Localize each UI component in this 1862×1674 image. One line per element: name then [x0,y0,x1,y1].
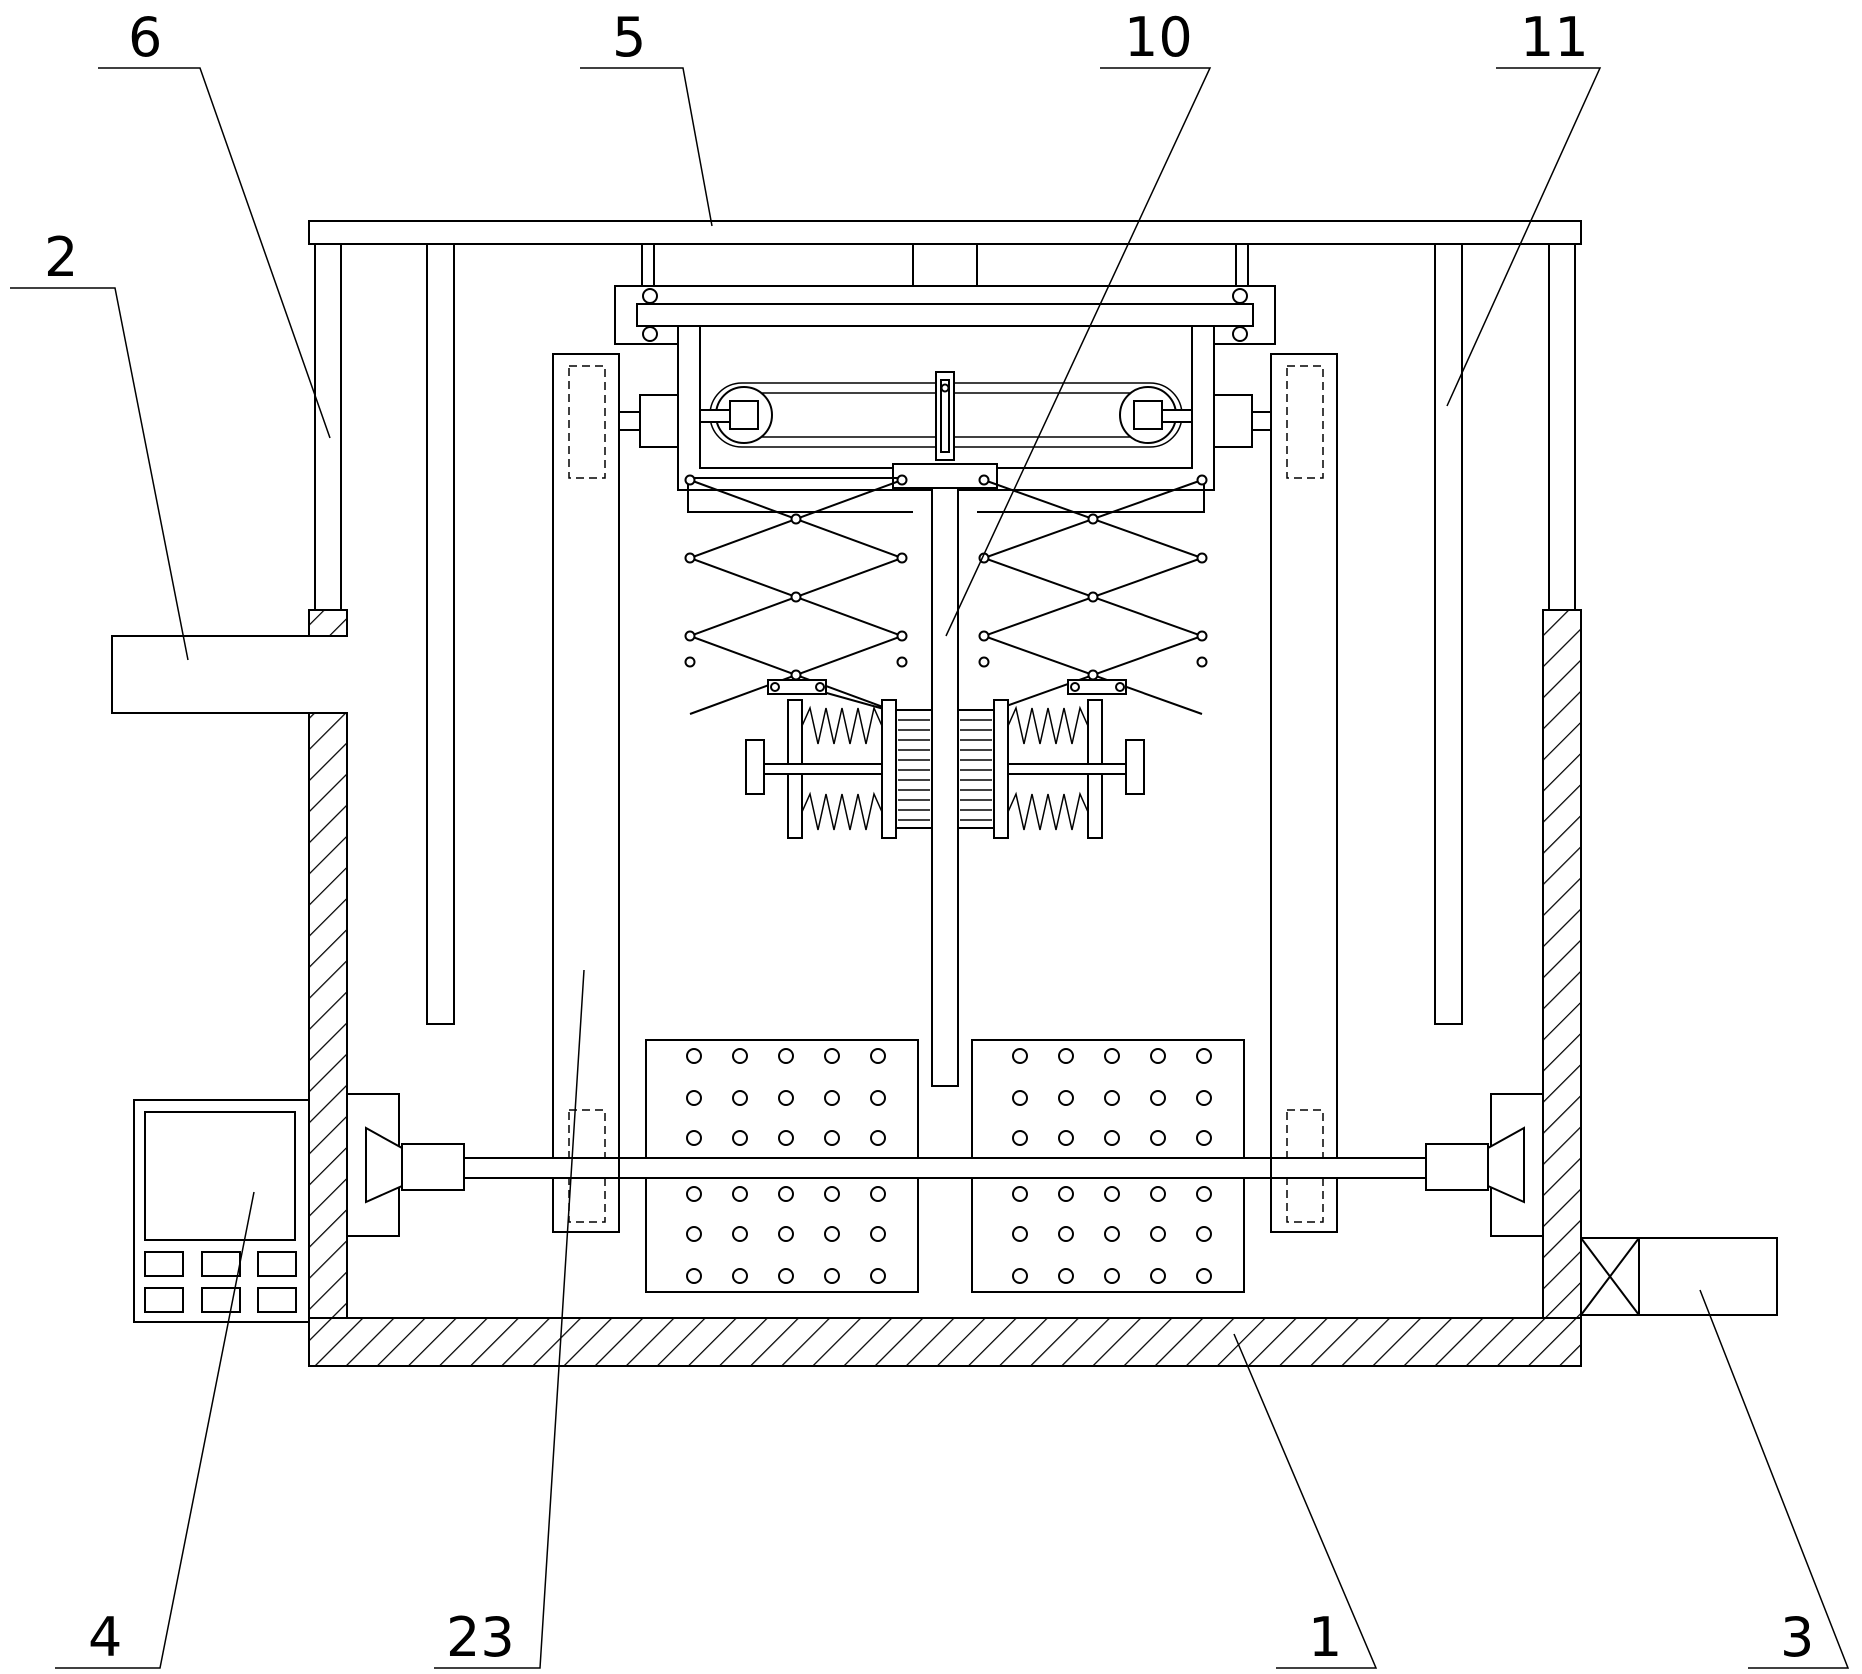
label-11: 11 [1520,6,1589,69]
upper-frame [614,243,1277,1087]
side-plates [552,353,1338,1233]
tank-left-wall-cap [308,609,348,637]
filter-hole [1012,1186,1028,1202]
top-plate [308,220,1582,1025]
filter-hole [1058,1090,1074,1106]
filter-hole [732,1130,748,1146]
filter-hole [686,1130,702,1146]
filter-hole [1012,1048,1028,1064]
label-2: 2 [44,226,78,289]
filter-hole [1104,1186,1120,1202]
filter-hole [870,1186,886,1202]
filter-hole [1104,1048,1120,1064]
filter-hole [1012,1268,1028,1284]
filter-hole [1058,1268,1074,1284]
spring-assembly-right [957,699,1145,839]
filter-hole [1150,1048,1166,1064]
filter-hole [686,1226,702,1242]
label-3: 3 [1780,1606,1814,1669]
filter-hole [732,1226,748,1242]
filter-hole [1104,1130,1120,1146]
filter-hole [1104,1090,1120,1106]
filter-hole [1150,1130,1166,1146]
filter-hole [1196,1090,1212,1106]
filter-hole [778,1048,794,1064]
label-1: 1 [1308,1606,1342,1669]
filter-hole [1150,1090,1166,1106]
filter-hole [1104,1268,1120,1284]
filter-hole [824,1090,840,1106]
filter-hole [870,1048,886,1064]
filter-hole [1150,1186,1166,1202]
filter-hole [824,1186,840,1202]
inlet-pipe [111,635,309,714]
filter-hole [686,1090,702,1106]
filter-hole [1104,1226,1120,1242]
filter-hole [870,1090,886,1106]
filter-hole [1012,1226,1028,1242]
filter-hole [686,1268,702,1284]
filter-hole [870,1268,886,1284]
filter-hole [778,1226,794,1242]
tank-bottom [308,1317,1582,1367]
filter-hole [732,1090,748,1106]
filter-hole [870,1226,886,1242]
filter-hole [1196,1048,1212,1064]
filter-hole [1196,1186,1212,1202]
filter-hole [1058,1048,1074,1064]
filter-hole [1012,1090,1028,1106]
filter-hole [778,1186,794,1202]
filter-hole [732,1268,748,1284]
filter-hole [1058,1130,1074,1146]
label-5: 5 [612,6,646,69]
filter-hole [1196,1268,1212,1284]
label-4: 4 [88,1606,122,1669]
filter-hole [1058,1186,1074,1202]
reference-labels: 6 5 10 11 2 4 23 1 3 [44,6,1814,1669]
label-23: 23 [446,1606,515,1669]
filter-hole [732,1048,748,1064]
filter-holes [686,1048,1212,1284]
scissor-linkage-right [977,474,1208,715]
filter-hole [824,1048,840,1064]
filter-hole [824,1268,840,1284]
filter-hole [686,1186,702,1202]
filter-hole [1196,1130,1212,1146]
filter-hole [686,1048,702,1064]
label-6: 6 [128,6,162,69]
filter-hole [1196,1226,1212,1242]
tank-left-wall [308,712,348,1367]
filter-hole [1012,1130,1028,1146]
filter-hole [824,1226,840,1242]
scissor-linkage-left [684,474,913,715]
filter-hole [1150,1226,1166,1242]
label-10: 10 [1124,6,1193,69]
leader-lines [10,67,1850,1669]
filter-hole [778,1268,794,1284]
filter-hole [870,1130,886,1146]
filter-hole [1150,1268,1166,1284]
filter-hole [778,1130,794,1146]
filter-hole [824,1130,840,1146]
filter-hole [732,1186,748,1202]
filter-hole [778,1090,794,1106]
control-panel [133,1099,310,1323]
spring-assembly-left [745,699,933,839]
tank-right-wall [1542,609,1582,1367]
outlet-pipe-valve [1580,1237,1778,1316]
filter-hole [1058,1226,1074,1242]
